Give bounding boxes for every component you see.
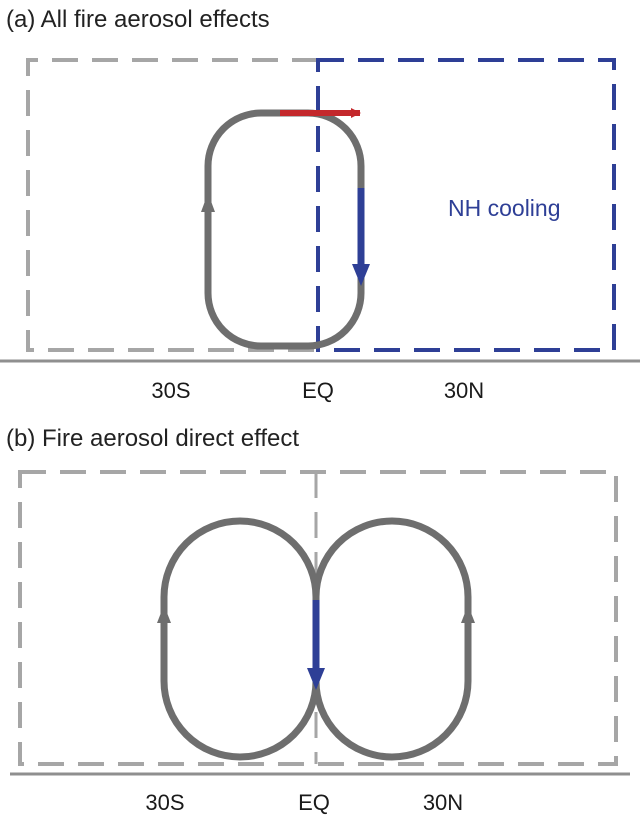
- panel-b-dashed-box: [18, 470, 618, 766]
- nh-cooling-box: [316, 58, 616, 352]
- nh-cooling-label: NH cooling: [448, 195, 561, 221]
- panel-a-label-30s: 30S: [151, 378, 190, 403]
- nh-hadley-loop: [312, 517, 472, 761]
- nh-upward-arrow-icon: [461, 605, 475, 623]
- hadley-cell-loop: [204, 109, 365, 350]
- panel-a-label-30n: 30N: [444, 378, 484, 403]
- upward-arrow-icon: [201, 193, 215, 212]
- sh-hadley-loop: [160, 517, 320, 761]
- panel-a: (a) All fire aerosol effects NH cooling …: [0, 6, 640, 403]
- equatorial-downward-arrow-icon: [307, 668, 325, 690]
- downward-arrow-icon: [352, 264, 370, 286]
- panel-a-label-eq: EQ: [302, 378, 334, 403]
- sh-upward-arrow-icon: [157, 605, 171, 623]
- panel-b-label-30n: 30N: [423, 790, 463, 815]
- sh-dashed-box: [26, 58, 318, 352]
- panel-b-title: (b) Fire aerosol direct effect: [6, 425, 299, 452]
- panel-b-label-30s: 30S: [145, 790, 184, 815]
- panel-a-title: (a) All fire aerosol effects: [6, 6, 270, 33]
- panel-b: (b) Fire aerosol direct effect 30S EQ 30…: [6, 425, 630, 815]
- panel-b-label-eq: EQ: [298, 790, 330, 815]
